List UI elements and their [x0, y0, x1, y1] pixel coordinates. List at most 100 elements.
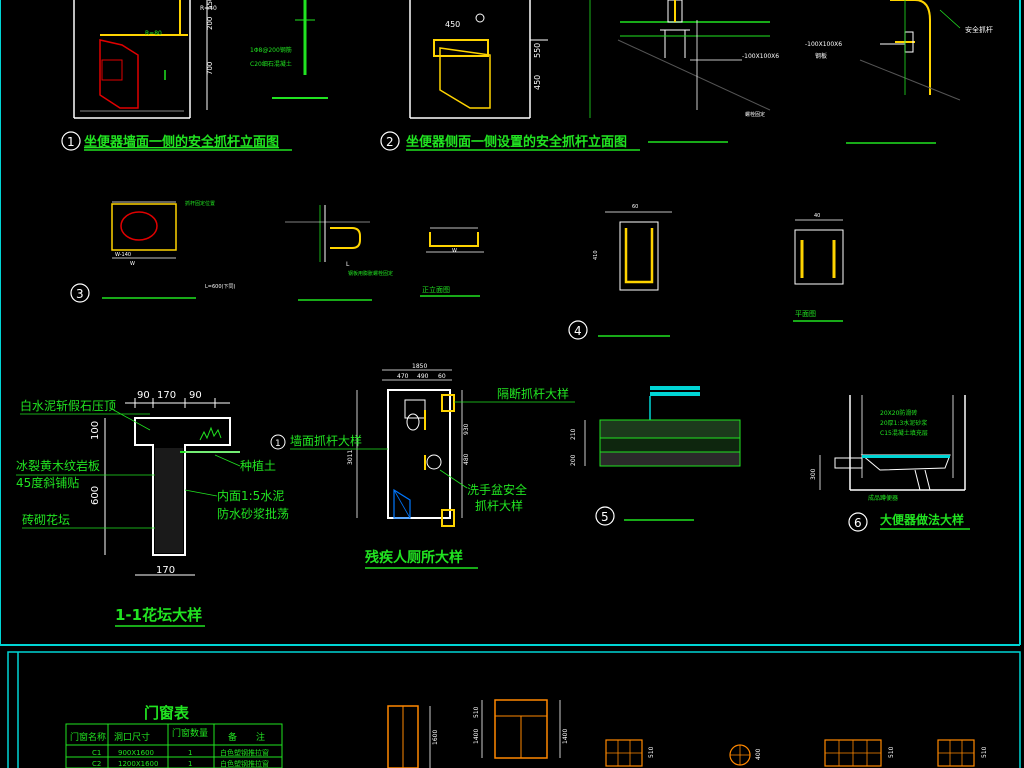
svg-text:90: 90 — [189, 390, 202, 401]
svg-text:6: 6 — [854, 516, 862, 530]
svg-text:510: 510 — [888, 746, 895, 758]
svg-text:490: 490 — [417, 373, 429, 380]
svg-text:3: 3 — [76, 287, 84, 301]
plan-label: 平面图 — [795, 310, 816, 318]
svg-text:钢板用膨胀螺栓固定: 钢板用膨胀螺栓固定 — [348, 270, 393, 277]
svg-text:1: 1 — [188, 760, 192, 768]
detail-5-paving: 210 200 5 — [570, 386, 741, 526]
svg-text:5: 5 — [601, 510, 609, 524]
svg-text:930: 930 — [463, 423, 470, 435]
svg-text:510: 510 — [473, 706, 480, 718]
svg-text:90: 90 — [137, 390, 150, 401]
svg-text:600: 600 — [90, 486, 101, 505]
svg-text:20厚1:3水泥砂浆: 20厚1:3水泥砂浆 — [880, 419, 927, 427]
detail-1-title: 坐便器墙面一侧的安全抓杆立面图 — [84, 134, 279, 150]
svg-text:R=40: R=40 — [200, 5, 217, 12]
svg-text:C20细石混凝土: C20细石混凝土 — [250, 60, 292, 68]
svg-text:200: 200 — [206, 17, 214, 30]
svg-text:白色塑钢推拉窗: 白色塑钢推拉窗 — [220, 748, 269, 757]
svg-text:4: 4 — [574, 324, 582, 338]
svg-text:1850: 1850 — [412, 363, 427, 370]
svg-text:450: 450 — [445, 20, 460, 29]
detail-6-title: 大便器做法大样 — [880, 512, 964, 527]
svg-text:1: 1 — [275, 439, 281, 449]
elevation-label: 正立面图 — [422, 285, 450, 294]
svg-text:3011: 3011 — [347, 450, 354, 465]
planter-cap-label: 白水泥斩假石压顶 — [20, 398, 116, 413]
svg-text:注: 注 — [256, 731, 265, 743]
detail-3-basin: W-140 W 抓杆固定位置 3 — [70, 200, 215, 303]
svg-text:40: 40 — [814, 213, 820, 219]
svg-text:60: 60 — [632, 204, 638, 210]
svg-text:1400: 1400 — [562, 729, 569, 744]
svg-text:1: 1 — [67, 135, 75, 149]
anchor-detail-a: -100X100X6 螺栓固定 — [589, 0, 779, 143]
toilet-plan-title: 残疾人厕所大样 — [365, 549, 463, 566]
svg-text:C2: C2 — [92, 760, 101, 768]
svg-text:成品蹲便器: 成品蹲便器 — [868, 494, 898, 502]
basin-bar-label: 洗手盆安全 — [467, 482, 527, 497]
svg-text:550: 550 — [206, 0, 214, 10]
toilet-plan: 470 490 60 1850 3011 930 480 1 墙面抓杆大样 隔断… — [270, 363, 575, 569]
svg-text:备: 备 — [228, 731, 237, 743]
svg-text:480: 480 — [463, 453, 470, 465]
svg-text:安全抓杆: 安全抓杆 — [965, 25, 993, 34]
svg-text:R=80: R=80 — [145, 30, 162, 37]
svg-text:1: 1 — [188, 749, 192, 757]
svg-text:L=600(下同): L=600(下同) — [205, 284, 235, 290]
svg-text:410: 410 — [593, 250, 599, 260]
wall-bar-label: 墙面抓杆大样 — [290, 433, 362, 448]
svg-text:-100X100X6: -100X100X6 — [805, 41, 842, 48]
planter-wall-label: 砖砌花坛 — [22, 512, 70, 527]
svg-text:-100X100X6: -100X100X6 — [742, 53, 779, 60]
svg-text:210: 210 — [570, 428, 577, 440]
svg-text:W-140: W-140 — [115, 252, 131, 258]
svg-text:1600: 1600 — [432, 730, 439, 745]
svg-text:45度斜铺贴: 45度斜铺贴 — [16, 475, 79, 490]
svg-text:400: 400 — [755, 748, 762, 760]
detail-6-squat-toilet: 20X20防滑砖 20厚1:3水泥砂浆 C15混凝土填充层 成品蹲便器 300 … — [810, 395, 970, 532]
svg-text:470: 470 — [397, 373, 409, 380]
grab-bar-section: L 钢板用膨胀螺栓固定 L=600(下同) W 正立面图 — [205, 205, 484, 301]
detail-2-title: 坐便器侧面一侧设置的安全抓杆立面图 — [406, 134, 627, 150]
svg-text:门窗数量: 门窗数量 — [172, 727, 208, 739]
planter-tile-label: 冰裂黄木纹岩板 — [16, 458, 100, 473]
svg-text:洞口尺寸: 洞口尺寸 — [114, 731, 150, 743]
door-window-schedule: 门窗表 门窗名称 洞口尺寸 门窗数量 备 注 C1 900X1600 1 白色塑… — [65, 704, 283, 768]
svg-text:钢板: 钢板 — [815, 52, 827, 60]
svg-text:200: 200 — [570, 454, 577, 466]
svg-text:W: W — [130, 261, 135, 267]
svg-text:门窗名称: 门窗名称 — [70, 731, 106, 743]
svg-text:防水砂浆批荡: 防水砂浆批荡 — [217, 506, 289, 521]
detail-1-elevation: R=80 R=40 200 700 550 1Φ8@200钢筋 C20细石混凝土… — [61, 0, 328, 151]
svg-text:170: 170 — [157, 390, 176, 401]
svg-text:1200X1600: 1200X1600 — [118, 760, 158, 768]
svg-text:内面1:5水泥: 内面1:5水泥 — [217, 489, 284, 503]
svg-text:60: 60 — [438, 373, 446, 380]
schedule-title: 门窗表 — [144, 704, 190, 722]
svg-text:170: 170 — [156, 565, 175, 576]
svg-text:510: 510 — [981, 746, 988, 758]
svg-text:C1: C1 — [92, 749, 101, 757]
planter-section: 90 170 90 100 600 170 白水泥斩假石压顶 冰裂黄木纹岩板 4… — [16, 390, 289, 627]
svg-text:900X1600: 900X1600 — [118, 749, 154, 757]
svg-text:抓杆固定位置: 抓杆固定位置 — [185, 200, 215, 207]
window-elevations: 1600 510 1400 1400 510 400 510 510 — [387, 699, 988, 768]
svg-text:螺栓固定: 螺栓固定 — [745, 111, 765, 118]
svg-text:C15混凝土填充层: C15混凝土填充层 — [880, 429, 928, 437]
svg-text:1400: 1400 — [473, 729, 480, 744]
svg-text:510: 510 — [648, 746, 655, 758]
svg-text:白色塑钢推拉窗: 白色塑钢推拉窗 — [220, 759, 269, 768]
anchor-detail-b: -100X100X6 钢板 安全抓杆 — [805, 0, 993, 144]
detail-4-grabbar: 60 410 4 40 平面图 — [568, 204, 844, 340]
svg-text:700: 700 — [206, 62, 214, 75]
svg-text:450: 450 — [533, 75, 542, 90]
svg-text:300: 300 — [810, 468, 817, 480]
svg-text:L: L — [346, 261, 350, 268]
svg-text:1Φ8@200钢筋: 1Φ8@200钢筋 — [250, 46, 292, 54]
svg-text:W: W — [452, 248, 457, 254]
svg-text:100: 100 — [90, 421, 101, 440]
svg-text:2: 2 — [386, 135, 394, 149]
